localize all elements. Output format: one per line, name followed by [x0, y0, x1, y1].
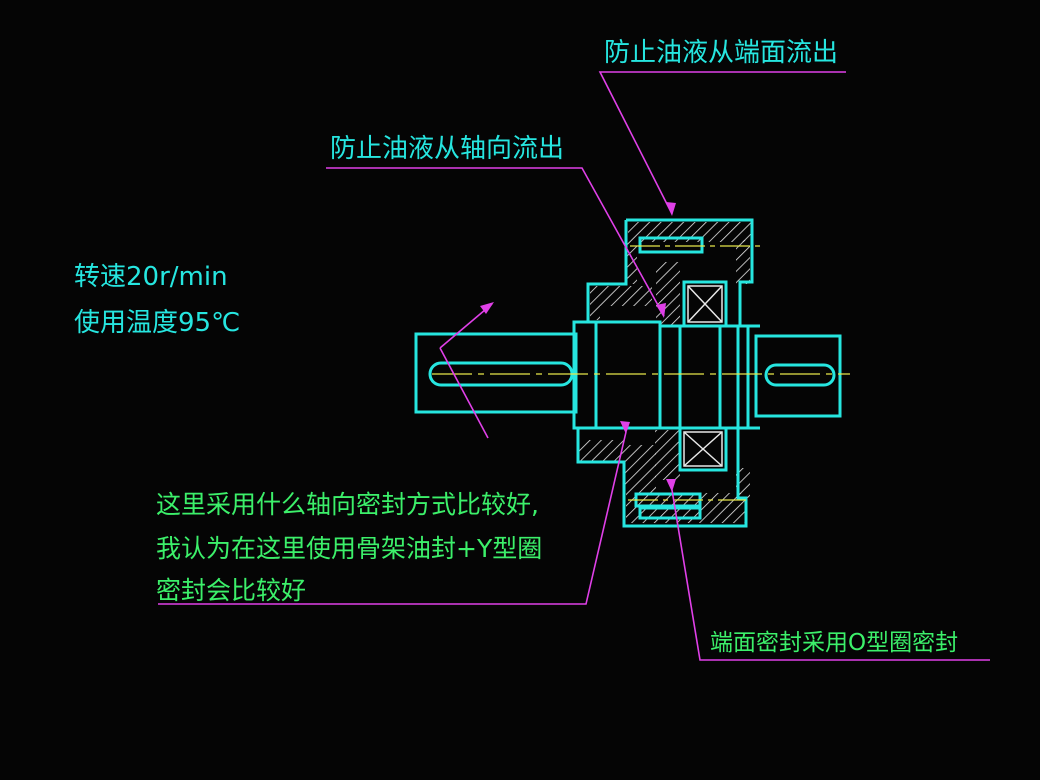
- leader-question: [158, 431, 627, 605]
- label-question-line-3: 密封会比较好: [156, 576, 307, 605]
- leader-face-seal: [671, 489, 990, 661]
- leader-lines: [158, 71, 990, 661]
- part-outlines: [414, 218, 842, 528]
- housing-top: [626, 218, 754, 326]
- centerlines: [432, 245, 850, 501]
- label-question-line-2: 我认为在这里使用骨架油封+Y型圈: [156, 534, 543, 563]
- shaft-collar: [572, 320, 662, 430]
- bearing-rollers: [683, 285, 723, 467]
- label-axial-leak: 防止油液从轴向流出: [330, 134, 565, 164]
- housing-hatch: [578, 222, 752, 523]
- bolt-top: [638, 236, 704, 254]
- left-shaft: [414, 332, 578, 414]
- label-face-leak: 防止油液从端面流出: [604, 38, 839, 68]
- rotation-line: [439, 347, 489, 439]
- leader-axial-leak: [326, 167, 665, 317]
- label-temperature: 使用温度95℃: [74, 308, 241, 338]
- bearing-top: [682, 280, 728, 328]
- label-question-line-1: 这里采用什么轴向密封方式比较好,: [156, 490, 539, 519]
- housing-bottom: [576, 426, 748, 528]
- leader-arrowheads: [480, 202, 676, 492]
- label-face-seal: 端面密封采用O型圈密封: [710, 630, 959, 656]
- leader-face-leak: [598, 71, 846, 215]
- right-shaft: [754, 334, 842, 418]
- bearing-bottom: [678, 426, 728, 472]
- right-keyway: [764, 363, 836, 387]
- label-speed: 转速20r/min: [74, 262, 228, 292]
